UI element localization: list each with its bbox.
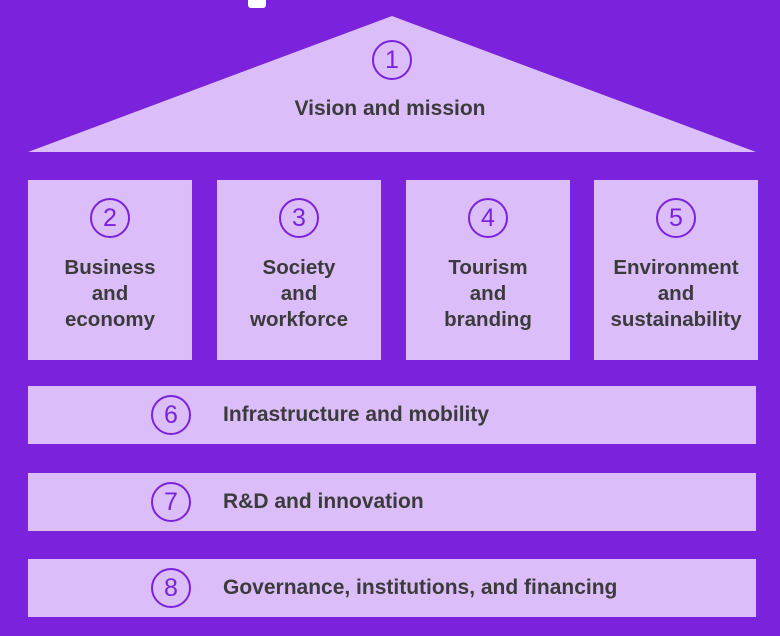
foundation-rd-innovation: 7 R&D and innovation (28, 473, 756, 531)
pillar-label: Tourism and branding (444, 256, 532, 331)
foundation-label: R&D and innovation (223, 490, 424, 513)
pillar-tourism-branding: 4 Tourism and branding (406, 180, 570, 360)
foundation-governance-financing: 8 Governance, institutions, and financin… (28, 559, 756, 617)
pillar-number-badge: 2 (90, 198, 130, 238)
pillar-business-economy: 2 Business and economy (28, 180, 192, 360)
foundation-number-badge: 6 (151, 395, 191, 435)
foundation-label: Infrastructure and mobility (223, 403, 490, 426)
clipped-title-fragment (248, 0, 266, 8)
roof-number-badge: 1 (372, 40, 412, 80)
pillar-label: Society and workforce (250, 256, 348, 331)
roof-label: Vision and mission (294, 97, 486, 120)
pillar-label: Environment and sustainability (610, 256, 742, 331)
foundation-label: Governance, institutions, and financing (223, 576, 618, 599)
pillar-number-badge: 4 (468, 198, 508, 238)
roof-shape (28, 16, 756, 152)
pillar-number-badge: 3 (279, 198, 319, 238)
foundation-number-badge: 8 (151, 568, 191, 608)
pillar-number-badge: 5 (656, 198, 696, 238)
roof (28, 16, 756, 152)
pillar-society-workforce: 3 Society and workforce (217, 180, 381, 360)
pillar-environment-sustainability: 5 Environment and sustainability (594, 180, 758, 360)
foundation-number-badge: 7 (151, 482, 191, 522)
pillar-label: Business and economy (64, 256, 156, 331)
foundation-infrastructure-mobility: 6 Infrastructure and mobility (28, 386, 756, 444)
